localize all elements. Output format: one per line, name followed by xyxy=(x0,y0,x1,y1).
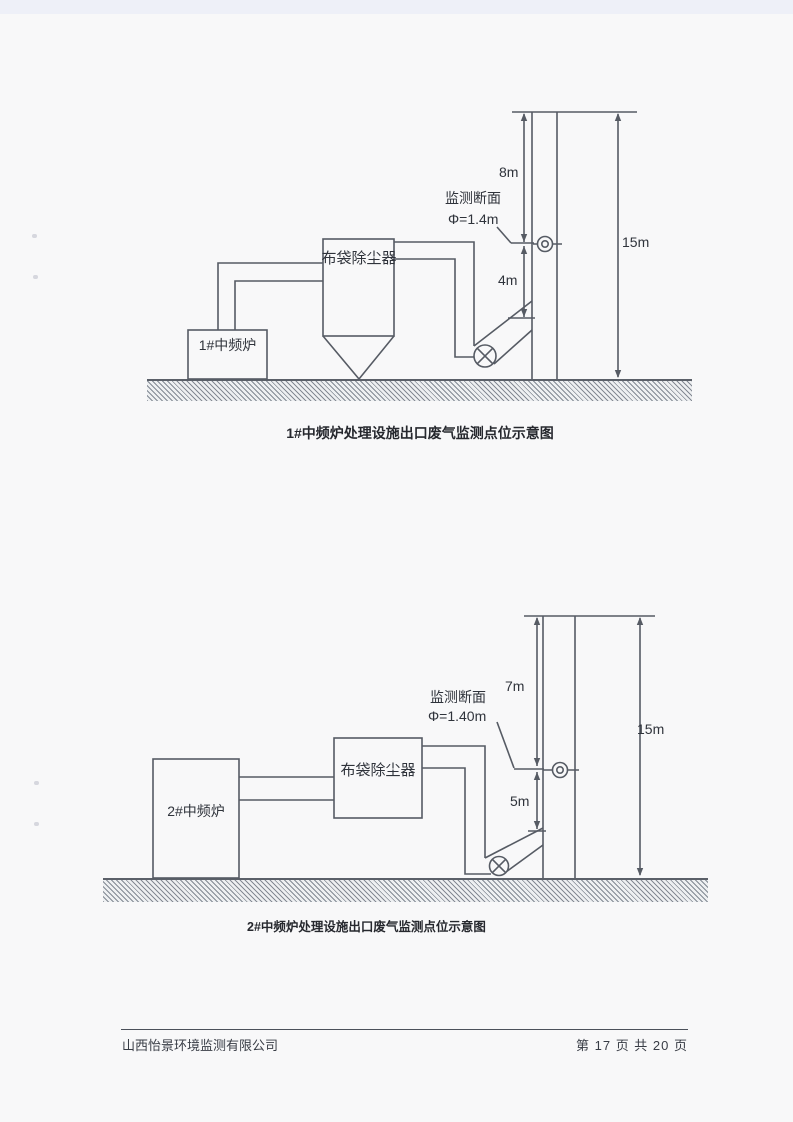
stack2-total-height-dimension xyxy=(636,617,644,876)
stack1-total-height-dimension xyxy=(614,113,622,378)
dim2-total-label: 15m xyxy=(637,721,665,737)
furnace1-box xyxy=(187,329,268,380)
dim1-upper-label: 8m xyxy=(499,164,519,180)
dim1-lower-label: 4m xyxy=(498,272,518,288)
monitoring-point-icon xyxy=(533,235,562,253)
dim2-lower-label: 5m xyxy=(510,793,530,809)
monitor1-leader-line xyxy=(496,226,512,244)
dim2-upper-label: 7m xyxy=(505,678,525,694)
footer-divider xyxy=(121,1029,688,1030)
fan2-stack-duct-lower xyxy=(505,844,544,873)
collector2-fan-duct-outer xyxy=(422,745,486,858)
stack2-dimension-lines xyxy=(514,617,546,832)
ground-hatch-diagram2 xyxy=(103,878,708,902)
ground-hatch-diagram1 xyxy=(147,379,692,401)
dust-collector1-label: 布袋除尘器 xyxy=(321,250,397,267)
fan1-stack-duct-lower xyxy=(493,329,533,365)
scan-artifact xyxy=(32,234,37,238)
diagram1-lines xyxy=(187,111,637,381)
dust-collector1-hopper xyxy=(322,335,395,381)
fan-icon xyxy=(473,344,497,368)
scan-artifact xyxy=(33,275,38,279)
footer-company-name: 山西怡景环境监测有限公司 xyxy=(122,1038,279,1053)
scan-artifact xyxy=(34,822,39,826)
furnace2-box xyxy=(152,758,240,879)
monitor1-diameter-label: Φ=1.4m xyxy=(448,211,499,227)
monitor1-section-label: 监测断面 xyxy=(445,190,501,206)
monitor2-diameter-label: Φ=1.40m xyxy=(428,708,487,724)
fan2-stack-duct-upper xyxy=(484,827,544,859)
monitor2-leader-line xyxy=(496,721,515,769)
furnace1-duct-inner xyxy=(234,280,323,330)
dust-collector2-box xyxy=(333,737,423,819)
dust-collector2-label: 布袋除尘器 xyxy=(340,762,416,779)
collector1-fan-duct-outer xyxy=(394,241,475,346)
collector2-fan-duct-inner xyxy=(422,767,491,875)
collector1-fan-duct-inner xyxy=(394,258,474,358)
monitor2-section-label: 监测断面 xyxy=(430,689,486,705)
scan-edge-tint xyxy=(0,0,793,14)
footer-page-number: 第 17 页 共 20 页 xyxy=(576,1038,688,1053)
monitoring-point-icon xyxy=(543,761,579,779)
diagram2-caption: 2#中频炉处理设施出口废气监测点位示意图 xyxy=(247,920,486,934)
diagram2-lines xyxy=(152,615,655,879)
scan-artifact xyxy=(34,781,39,785)
dim1-total-label: 15m xyxy=(622,234,650,250)
diagram1-caption: 1#中频炉处理设施出口废气监测点位示意图 xyxy=(286,425,554,441)
furnace2-label: 2#中频炉 xyxy=(167,803,225,819)
furnace1-label: 1#中频炉 xyxy=(198,337,257,353)
furnace1-duct-outer xyxy=(217,262,323,330)
stack1-dimension-lines xyxy=(508,113,535,319)
fan-icon xyxy=(488,855,510,877)
dust-collector1-box xyxy=(322,238,395,337)
fan1-stack-duct-upper xyxy=(473,300,533,347)
